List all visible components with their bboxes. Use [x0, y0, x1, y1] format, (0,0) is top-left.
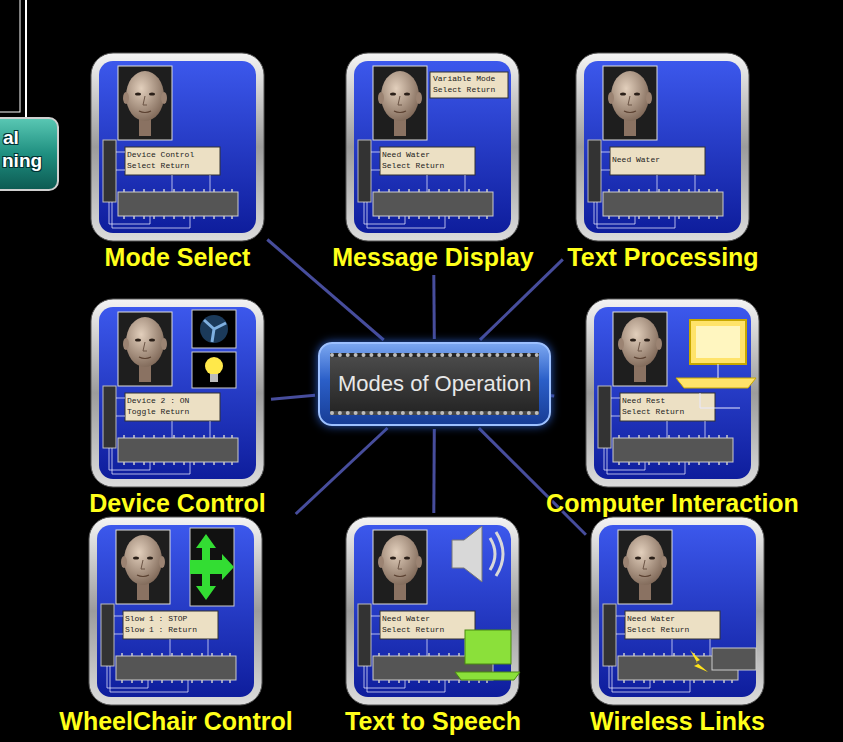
hub-chip: Modes of Operation [318, 342, 551, 426]
mode-label: Text Processing [567, 243, 758, 272]
screen-text: Need Water [627, 614, 675, 624]
screen-text: Device 2 : ON [127, 396, 189, 406]
logo-text: ning [2, 150, 42, 172]
screen-text: Select Return [382, 625, 444, 635]
mode-label: Text to Speech [345, 707, 521, 736]
mode-label: Device Control [89, 489, 265, 518]
connector-line [296, 428, 388, 514]
screen-text: Slow 1 : STOP [125, 614, 187, 624]
mode-label: Computer Interaction [546, 489, 799, 518]
screen-text: Select Return [382, 161, 444, 171]
mode-label: Wireless Links [590, 707, 765, 736]
mode-tile: Text Processing [565, 52, 761, 272]
screen-text: Slow 1 : Return [125, 625, 197, 635]
logo-text: al [3, 127, 19, 149]
connector-line [479, 428, 586, 535]
screen-text: Toggle Return [127, 407, 189, 417]
connector-line [480, 259, 563, 340]
screen-text: Select Return [433, 85, 495, 95]
mode-label: Message Display [332, 243, 534, 272]
connector-line [271, 395, 315, 399]
mode-label: Mode Select [105, 243, 251, 272]
mode-label: WheelChair Control [59, 707, 292, 736]
screen-text: Device Control [127, 150, 194, 160]
screen-text: Need Rest [622, 396, 665, 406]
screen-text: Variable Mode [433, 74, 495, 84]
connector-line [432, 275, 436, 339]
connector-line [432, 429, 436, 513]
screen-text: Select Return [627, 625, 689, 635]
screen-text: Need Water [612, 155, 660, 165]
screen-text: Need Water [382, 614, 430, 624]
screen-text: Need Water [382, 150, 430, 160]
hub-title: Modes of Operation [330, 353, 539, 415]
screen-text: Select Return [622, 407, 684, 417]
screen-text: Select Return [127, 161, 189, 171]
